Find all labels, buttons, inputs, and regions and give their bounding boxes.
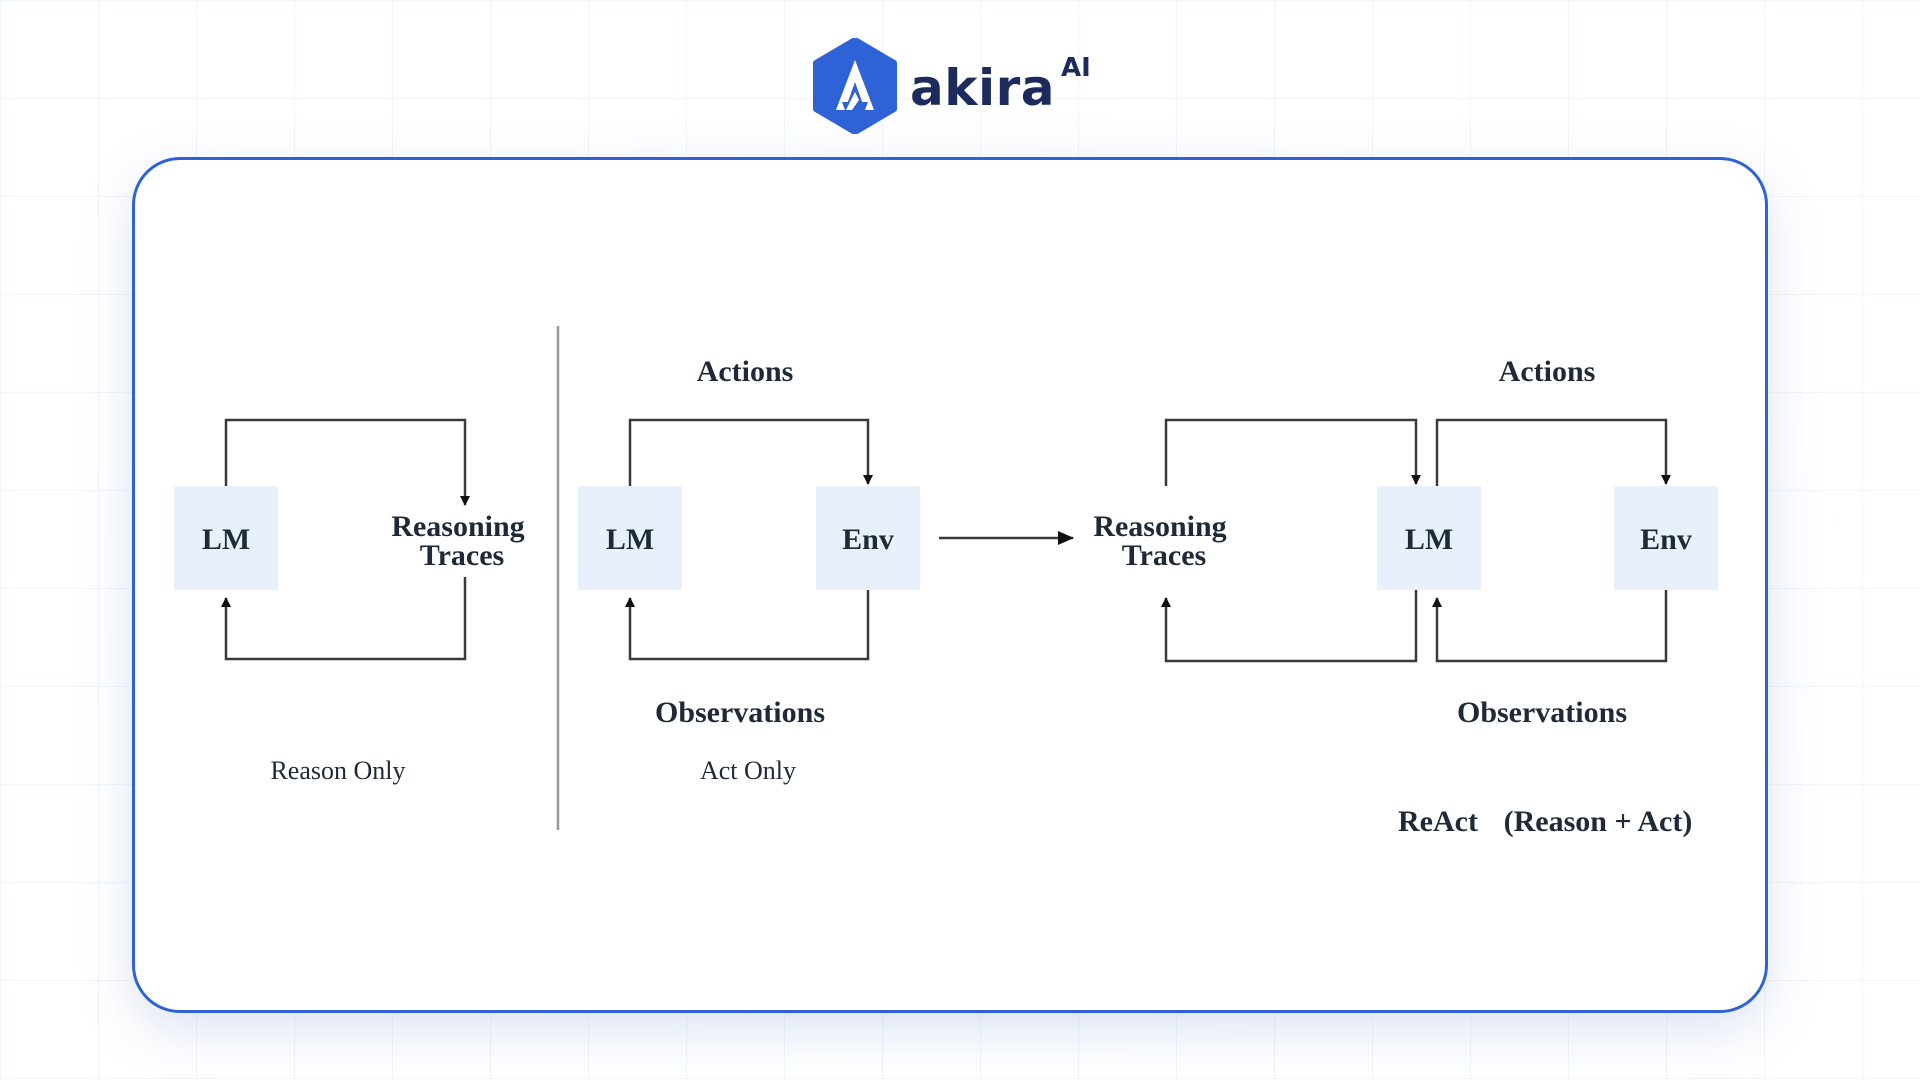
reasoning-flow-arrow [224,418,470,506]
reasoning-label: Reasoning [1093,510,1226,543]
reasoning-to-lm-arrow [1164,418,1421,486]
env-label: Env [842,523,894,556]
env-box [816,486,920,590]
react-caption: ReAct [1398,805,1478,838]
env-label: Env [1640,523,1692,556]
akira-logo: akira AI [812,38,1091,134]
env-box [1614,486,1718,590]
reasoning-label: Reasoning [391,510,524,543]
lm-box [578,486,682,590]
act-only-caption: Act Only [700,756,796,785]
brand-name: akira [910,59,1056,117]
act-only-section: Actions LM Env Observations Act Only [578,355,920,785]
observations-label: Observations [1457,696,1627,729]
observations-label: Observations [655,696,825,729]
akira-hexagon-icon [813,38,897,134]
brand-superscript: AI [1061,53,1091,83]
actions-label: Actions [697,355,794,388]
feedback-flow-arrow [221,577,467,661]
observations-arrow [625,590,870,661]
actions-arrow [628,418,873,486]
observations-arrow [1432,590,1668,663]
lm-box [174,486,278,590]
lm-box [1377,486,1481,590]
actions-arrow [1435,418,1671,486]
lm-label: LM [1405,523,1453,556]
lm-to-reasoning-arrow [1161,590,1418,663]
diagram-card [132,157,1768,1013]
react-section: Actions Reasoning Traces LM Env Observat… [1093,355,1718,838]
traces-label: Traces [420,539,504,572]
lm-label: LM [606,523,654,556]
lm-label: LM [202,523,250,556]
reason-only-caption: Reason Only [270,756,405,785]
traces-label: Traces [1122,539,1206,572]
reason-only-section: LM Reasoning Traces Reason Only [174,418,525,785]
actions-label: Actions [1499,355,1596,388]
react-caption-detail: (Reason + Act) [1504,805,1693,838]
